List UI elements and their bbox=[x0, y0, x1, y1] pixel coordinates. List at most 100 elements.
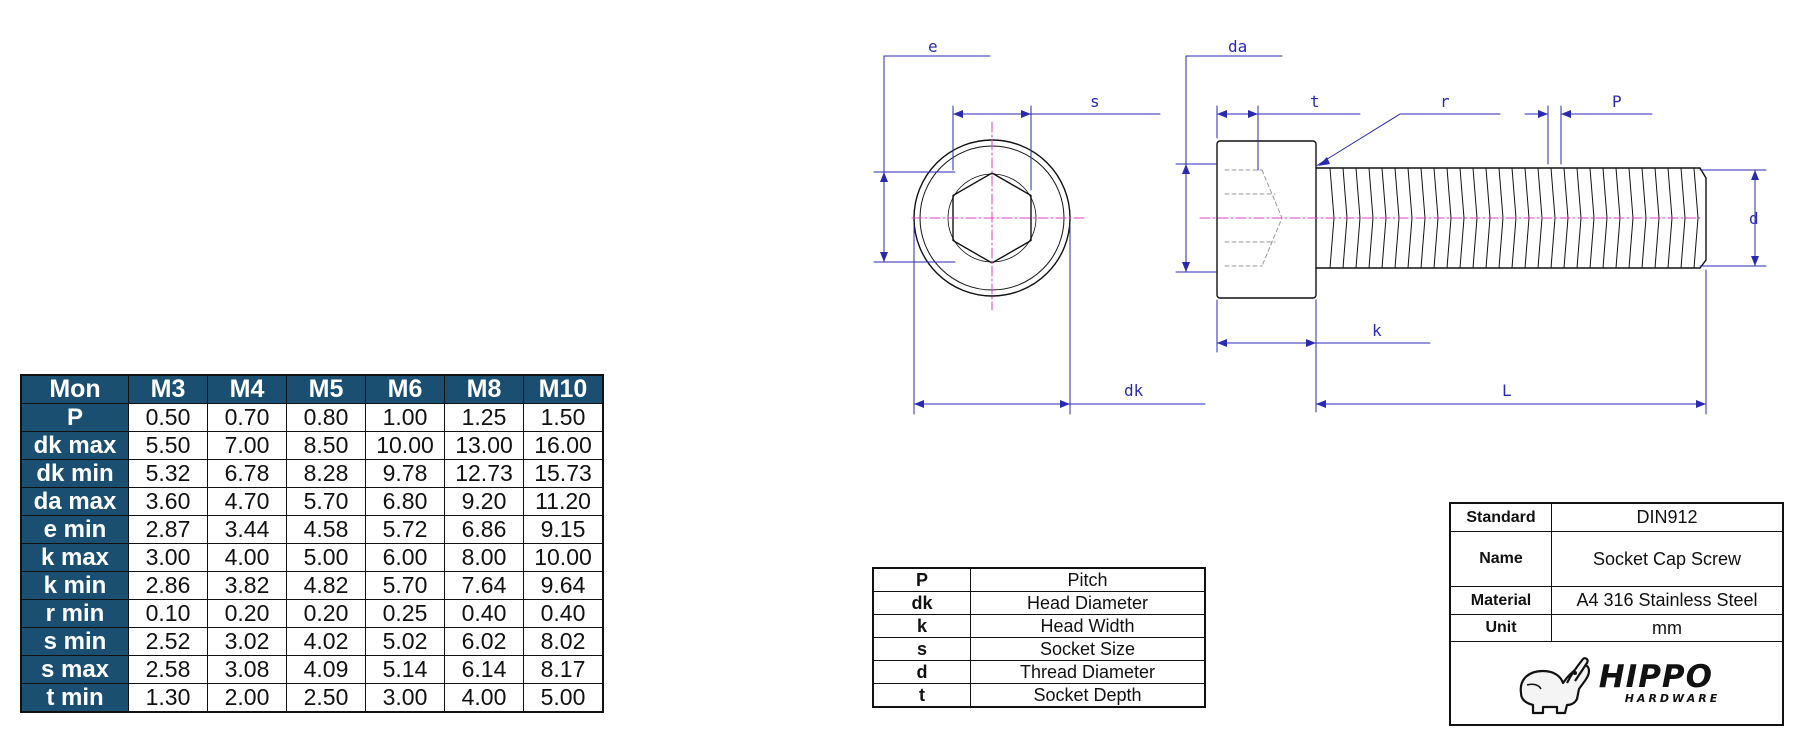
spec-header-cell: M10 bbox=[523, 374, 604, 404]
thread-line bbox=[1368, 167, 1374, 269]
dim-label-k: k bbox=[1372, 321, 1382, 340]
info-row-logo: HIPPO HARDWARE bbox=[1449, 641, 1784, 726]
spec-row-label: da max bbox=[20, 487, 129, 516]
spec-cell: 5.00 bbox=[286, 543, 366, 572]
spec-cell: 5.02 bbox=[365, 627, 445, 656]
spec-cell: 5.50 bbox=[128, 431, 208, 460]
spec-cell: 4.82 bbox=[286, 571, 366, 600]
info-key: Name bbox=[1449, 531, 1552, 587]
spec-cell: 4.00 bbox=[444, 683, 524, 713]
spec-cell: 3.02 bbox=[207, 627, 287, 656]
spec-header-row: Mon M3 M4 M5 M6 M8 M10 bbox=[20, 374, 604, 404]
info-key: Material bbox=[1449, 586, 1552, 615]
spec-cell: 9.20 bbox=[444, 487, 524, 516]
spec-cell: 6.14 bbox=[444, 655, 524, 684]
spec-cell: 4.70 bbox=[207, 487, 287, 516]
spec-row-label: P bbox=[20, 403, 129, 432]
info-value: DIN912 bbox=[1551, 502, 1784, 532]
logo-main-text: HIPPO bbox=[1598, 658, 1713, 695]
info-row-unit: Unit mm bbox=[1449, 614, 1784, 642]
spec-cell: 6.80 bbox=[365, 487, 445, 516]
spec-cell: 6.78 bbox=[207, 459, 287, 488]
spec-cell: 5.72 bbox=[365, 515, 445, 544]
spec-row-label: dk min bbox=[20, 459, 129, 488]
dimension-lines bbox=[873, 55, 1767, 415]
spec-cell: 0.10 bbox=[128, 599, 208, 628]
spec-cell: 5.70 bbox=[286, 487, 366, 516]
spec-row-label: s min bbox=[20, 627, 129, 656]
dim-label-dk: dk bbox=[1124, 381, 1144, 400]
spec-cell: 3.60 bbox=[128, 487, 208, 516]
spec-cell: 8.28 bbox=[286, 459, 366, 488]
spec-header-cell: Mon bbox=[20, 374, 129, 404]
legend-symbol: d bbox=[872, 660, 971, 684]
spec-cell: 16.00 bbox=[523, 431, 604, 460]
spec-cell: 3.82 bbox=[207, 571, 287, 600]
spec-cell: 2.87 bbox=[128, 515, 208, 544]
legend-symbol: t bbox=[872, 683, 971, 708]
spec-cell: 10.00 bbox=[365, 431, 445, 460]
dim-label-s: s bbox=[1090, 92, 1100, 111]
spec-cell: 12.73 bbox=[444, 459, 524, 488]
legend-meaning: Head Diameter bbox=[970, 591, 1206, 615]
logo-text: HIPPO HARDWARE bbox=[1598, 658, 1721, 705]
spec-cell: 15.73 bbox=[523, 459, 604, 488]
spec-cell: 0.40 bbox=[444, 599, 524, 628]
thread-line bbox=[1680, 167, 1686, 269]
legend-meaning: Pitch bbox=[970, 567, 1206, 592]
legend-meaning: Head Width bbox=[970, 614, 1206, 638]
spec-cell: 11.20 bbox=[523, 487, 604, 516]
spec-header-cell: M6 bbox=[365, 374, 445, 404]
spec-cell: 1.50 bbox=[523, 403, 604, 432]
spec-cell: 0.70 bbox=[207, 403, 287, 432]
info-value: A4 316 Stainless Steel bbox=[1551, 586, 1784, 615]
dim-label-t: t bbox=[1310, 92, 1320, 111]
screw-side-view bbox=[1216, 140, 1707, 299]
spec-cell: 5.00 bbox=[523, 683, 604, 713]
spec-cell: 2.00 bbox=[207, 683, 287, 713]
spec-cell: 5.70 bbox=[365, 571, 445, 600]
spec-cell: 3.08 bbox=[207, 655, 287, 684]
info-value: mm bbox=[1551, 614, 1784, 642]
legend-symbol: k bbox=[872, 614, 971, 638]
spec-cell: 1.25 bbox=[444, 403, 524, 432]
legend-meaning: Socket Size bbox=[970, 637, 1206, 661]
spec-cell: 0.25 bbox=[365, 599, 445, 628]
thread-line bbox=[1589, 167, 1595, 269]
spec-cell: 4.09 bbox=[286, 655, 366, 684]
thread-line bbox=[1459, 167, 1465, 269]
spec-cell: 13.00 bbox=[444, 431, 524, 460]
spec-cell: 0.40 bbox=[523, 599, 604, 628]
info-value: Socket Cap Screw bbox=[1551, 531, 1784, 587]
legend-meaning: Thread Diameter bbox=[970, 660, 1206, 684]
spec-cell: 3.00 bbox=[365, 683, 445, 713]
spec-header-cell: M5 bbox=[286, 374, 366, 404]
spec-header-cell: M3 bbox=[128, 374, 208, 404]
spec-cell: 0.50 bbox=[128, 403, 208, 432]
spec-cell: 8.17 bbox=[523, 655, 604, 684]
spec-cell: 3.00 bbox=[128, 543, 208, 572]
screw-shank bbox=[1315, 167, 1707, 269]
dimension-arrows bbox=[880, 110, 1759, 408]
dimension-labels: e s da t r P d k dk L bbox=[928, 37, 1759, 400]
info-row-standard: Standard DIN912 bbox=[1449, 502, 1784, 532]
legend-symbol: P bbox=[872, 567, 971, 592]
spec-row-label: r min bbox=[20, 599, 129, 628]
dim-label-d: d bbox=[1749, 209, 1759, 228]
spec-cell: 7.00 bbox=[207, 431, 287, 460]
spec-cell: 5.14 bbox=[365, 655, 445, 684]
spec-cell: 3.44 bbox=[207, 515, 287, 544]
spec-cell: 2.52 bbox=[128, 627, 208, 656]
info-key: Standard bbox=[1449, 502, 1552, 532]
